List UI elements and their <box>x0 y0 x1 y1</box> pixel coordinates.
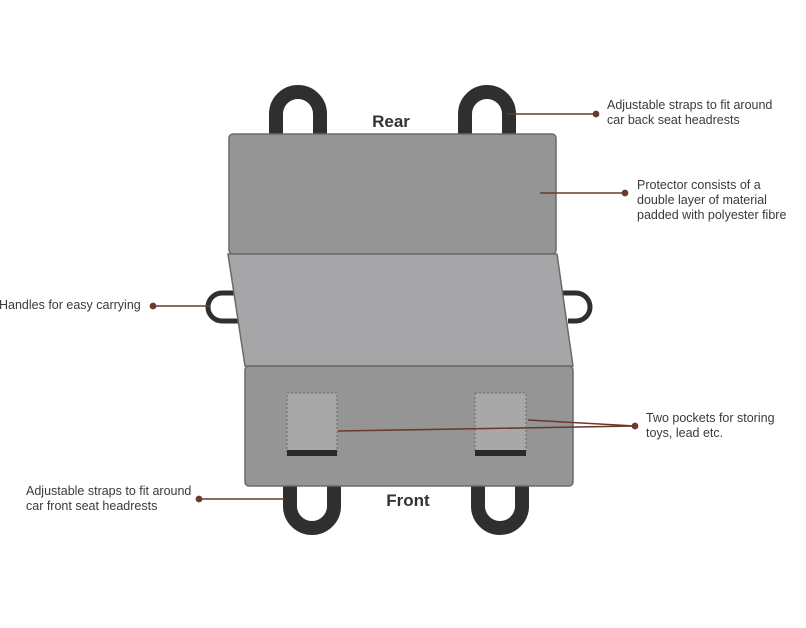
callout-pockets: Two pockets for storing toys, lead etc. <box>646 411 775 441</box>
left-pocket-band <box>287 450 337 456</box>
rear-panel <box>228 133 557 255</box>
front-label: Front <box>386 491 430 510</box>
leader-dot-rear-straps <box>592 110 600 118</box>
callout-pockets-line2: toys, lead etc. <box>646 426 724 440</box>
callout-protector-line3: padded with polyester fibre <box>637 208 787 222</box>
seat-panel <box>227 253 574 367</box>
callout-handles: Handles for easy carrying <box>0 298 141 313</box>
callout-front-straps-line2: car front seat headrests <box>26 499 158 513</box>
callout-front-straps: Adjustable straps to fit around car fron… <box>26 484 191 514</box>
left-handle <box>205 290 242 324</box>
leader-lines <box>149 110 639 503</box>
leader-dot-protector <box>621 189 629 197</box>
leader-pocket-left <box>337 425 636 432</box>
leader-dot-front-straps <box>195 495 203 503</box>
right-pocket <box>474 392 527 454</box>
rear-label: Rear <box>372 112 410 131</box>
callout-handles-line1: Handles for easy carrying <box>0 298 141 312</box>
callout-protector-line1: Protector consists of a <box>637 178 761 192</box>
callout-protector: Protector consists of a double layer of … <box>637 178 786 223</box>
callout-protector-line2: double layer of material <box>637 193 767 207</box>
leader-dot-pockets <box>631 422 639 430</box>
callout-pockets-line1: Two pockets for storing <box>646 411 775 425</box>
rear-left-strap <box>269 85 327 134</box>
front-right-strap <box>471 486 529 535</box>
leader-pocket-right <box>527 419 636 427</box>
front-left-strap <box>283 486 341 535</box>
rear-right-strap <box>458 85 516 134</box>
callout-front-straps-line1: Adjustable straps to fit around <box>26 484 192 498</box>
left-pocket <box>286 392 338 454</box>
right-pocket-band <box>475 450 526 456</box>
callout-rear-straps: Adjustable straps to fit around car back… <box>607 98 772 128</box>
leader-dot-handles <box>149 302 157 310</box>
callout-rear-straps-line2: car back seat headrests <box>607 113 740 127</box>
right-handle <box>563 290 593 324</box>
callout-rear-straps-line1: Adjustable straps to fit around <box>607 98 773 112</box>
